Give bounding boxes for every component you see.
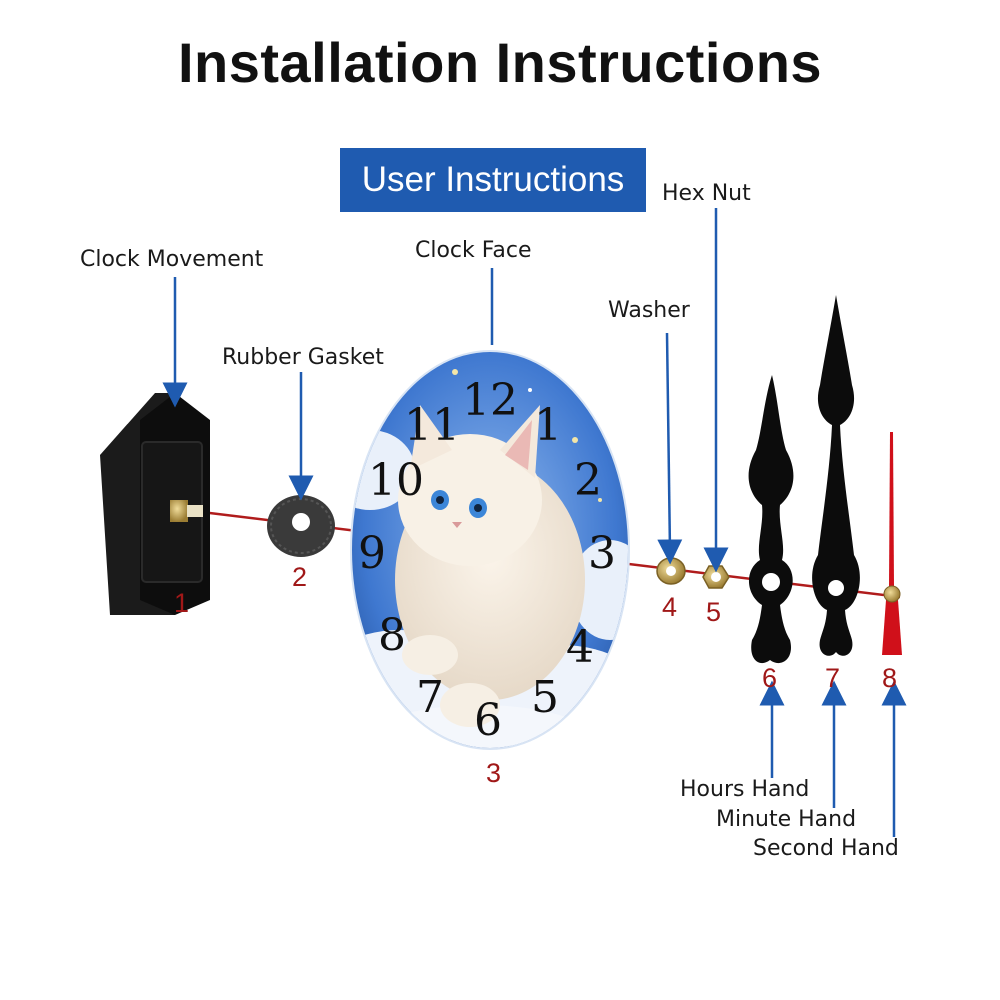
label-minute-hand: Minute Hand [716, 807, 857, 832]
part-number-4: 4 [662, 592, 678, 622]
label-hours-hand: Hours Hand [680, 777, 810, 802]
part-number-1: 1 [174, 588, 190, 618]
clock-numeral-12: 12 [462, 375, 518, 426]
label-hex-nut: Hex Nut [662, 181, 751, 206]
clock-numeral-5: 5 [531, 672, 559, 723]
washer-part [656, 557, 686, 585]
part-number-3: 3 [486, 758, 502, 788]
clock-numeral-7: 7 [416, 672, 444, 723]
label-washer: Washer [608, 298, 690, 323]
part-number-7: 7 [825, 663, 841, 693]
part-number-8: 8 [882, 663, 898, 693]
hours-hand-part [748, 375, 794, 664]
second-hand-part [882, 432, 902, 655]
label-second-hand: Second Hand [753, 836, 899, 861]
user-instructions-banner: User Instructions [340, 148, 646, 212]
part-number-6: 6 [762, 663, 778, 693]
clock-numeral-10: 10 [368, 455, 424, 506]
label-rubber-gasket: Rubber Gasket [222, 345, 384, 370]
clock-numeral-2: 2 [574, 455, 602, 506]
clock-face-part: 12 1 2 3 4 5 6 7 8 9 10 11 [350, 350, 630, 750]
clock-numeral-3: 3 [588, 528, 616, 579]
washer-arrow [657, 332, 683, 565]
part-number-2: 2 [292, 562, 308, 592]
part-number-5: 5 [706, 597, 722, 627]
clock-numeral-6: 6 [474, 695, 502, 746]
hex-nut-part [702, 565, 730, 589]
label-clock-face: Clock Face [415, 238, 532, 263]
clock-numeral-1: 1 [534, 400, 562, 451]
clock-numeral-8: 8 [378, 610, 406, 661]
clock-numeral-4: 4 [566, 622, 594, 673]
clock-numeral-9: 9 [358, 528, 386, 579]
label-clock-movement: Clock Movement [80, 247, 264, 272]
page-title: Installation Instructions [177, 31, 823, 94]
minute-hand-part [812, 295, 860, 656]
rubber-gasket-part [267, 495, 335, 557]
clock-numeral-11: 11 [404, 400, 460, 451]
clock-movement-part [100, 393, 210, 615]
